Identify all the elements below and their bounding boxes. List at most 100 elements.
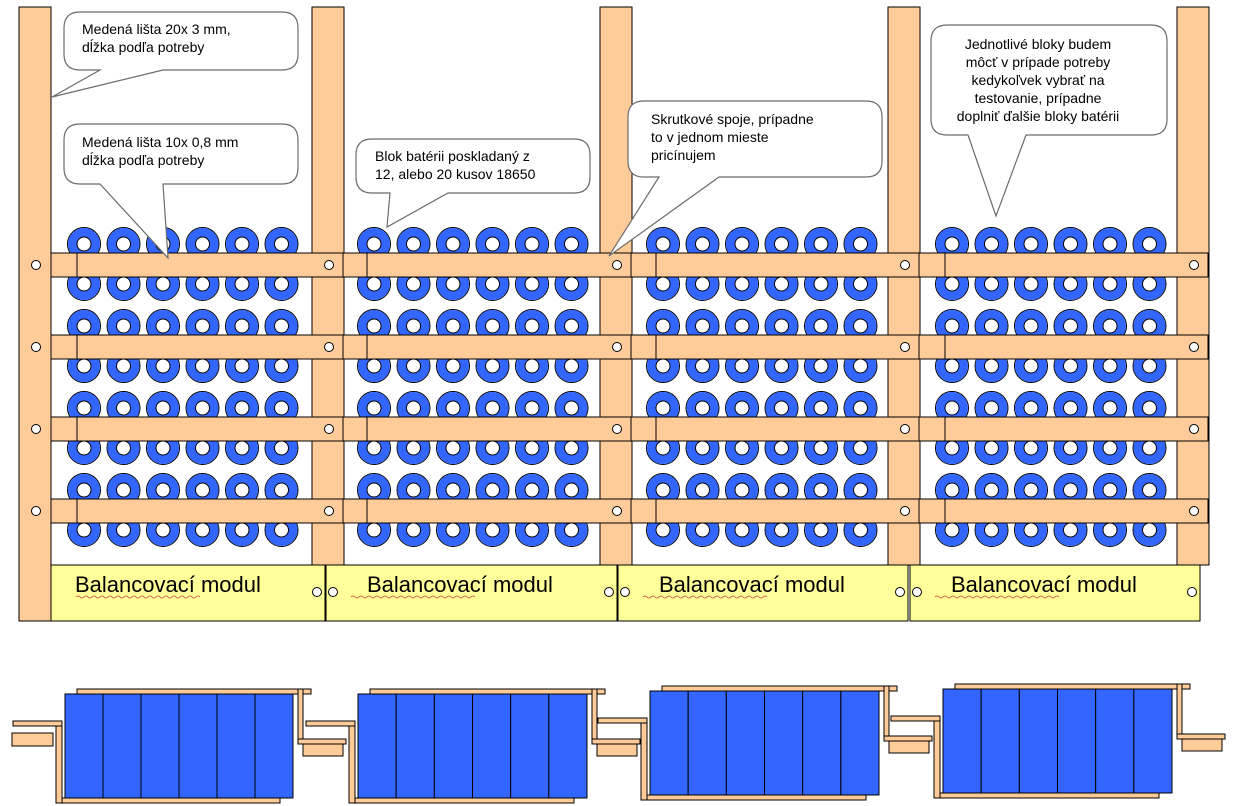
side-right-drop	[1176, 683, 1183, 735]
cell-ring-hole	[944, 522, 960, 538]
cell-ring-hole	[944, 440, 960, 456]
screw-hole	[900, 260, 910, 270]
cell-ring-hole	[524, 482, 540, 498]
cell-ring-hole	[76, 318, 92, 334]
strip-connector	[918, 252, 946, 278]
side-left-plate	[12, 720, 63, 727]
cell-ring-hole	[274, 482, 289, 498]
side-bottom-strip	[939, 792, 1160, 799]
side-cell	[357, 693, 397, 799]
cell-ring-hole	[116, 318, 131, 334]
cell-ring-hole	[234, 276, 250, 292]
cell-ring-hole	[524, 400, 540, 416]
copper-strip	[76, 416, 344, 442]
cell-ring-hole	[445, 440, 461, 456]
cell-ring-hole	[155, 358, 171, 374]
strip-connector	[50, 416, 80, 442]
cell-ring-hole	[1142, 318, 1157, 334]
spellcheck-underline	[642, 595, 768, 599]
cell-ring-hole	[406, 358, 421, 374]
side-step-plate	[1176, 733, 1226, 740]
cell-ring-hole	[984, 236, 999, 252]
side-cell	[1133, 688, 1173, 794]
cell-ring-hole	[155, 440, 171, 456]
cell-ring-hole	[366, 440, 382, 456]
copper-strip	[944, 334, 1209, 360]
cell-ring-hole	[524, 358, 540, 374]
screw-hole	[1189, 260, 1199, 270]
screw-hole	[900, 342, 910, 352]
cell-ring-hole	[1102, 236, 1118, 252]
cell-ring-hole	[406, 236, 421, 252]
cell-ring-hole	[406, 276, 421, 292]
cell-ring-hole	[1102, 400, 1118, 416]
side-right-drop	[591, 688, 598, 740]
side-left-plate	[890, 715, 941, 722]
cell-ring-hole	[274, 236, 289, 252]
strip-connector	[50, 498, 80, 524]
cell-ring-hole	[853, 318, 868, 334]
cell-ring-hole	[1102, 440, 1118, 456]
cell-ring-hole	[485, 482, 500, 498]
vertical-copper-bar	[18, 6, 52, 622]
cell-ring-hole	[1023, 482, 1039, 498]
screw-hole	[31, 260, 41, 270]
cell-ring-hole	[195, 482, 210, 498]
cell-ring-hole	[734, 236, 750, 252]
strip-connector	[50, 334, 80, 360]
callout-screw-joints-text: Skrutkové spoje, prípadne to v jednom mi…	[651, 111, 814, 163]
cell-ring-hole	[564, 236, 579, 252]
cell-ring-hole	[853, 482, 868, 498]
cell-ring-hole	[445, 522, 461, 538]
module-label-1: Balancovací modul	[75, 572, 261, 597]
cell-ring-hole	[564, 318, 579, 334]
cell-ring-hole	[76, 482, 92, 498]
cell-ring-hole	[774, 276, 789, 292]
cell-ring-hole	[813, 236, 829, 252]
strip-connector	[342, 498, 368, 524]
cell-ring-hole	[655, 522, 671, 538]
horizontal-copper-strips	[31, 252, 1209, 524]
cell-ring-hole	[485, 276, 500, 292]
cell-ring-hole	[813, 318, 829, 334]
cell-ring-hole	[944, 482, 960, 498]
cell-ring-hole	[695, 522, 710, 538]
cell-ring-hole	[1102, 522, 1118, 538]
side-connector-block	[888, 740, 930, 754]
screw-hole	[612, 424, 622, 434]
cell-ring-hole	[116, 358, 131, 374]
cell-ring-hole	[853, 400, 868, 416]
cell-ring-hole	[944, 318, 960, 334]
cell-ring-hole	[274, 318, 289, 334]
cell-ring-hole	[734, 400, 750, 416]
copper-strip	[655, 252, 920, 278]
callout-copper-strip-10x08	[63, 123, 299, 260]
module-screw-hole	[604, 587, 614, 597]
cell-ring-hole	[485, 440, 500, 456]
cell-ring-hole	[234, 318, 250, 334]
module-label-4: Balancovací modul	[951, 572, 1137, 597]
cell-ring-hole	[366, 236, 382, 252]
cell-ring-hole	[406, 522, 421, 538]
side-step-plate	[297, 738, 347, 745]
cell-ring-hole	[524, 440, 540, 456]
cell-ring-hole	[695, 400, 710, 416]
cell-ring-hole	[734, 358, 750, 374]
cell-ring-hole	[853, 440, 868, 456]
cell-ring-hole	[234, 482, 250, 498]
cell-ring-hole	[984, 276, 999, 292]
cell-ring-hole	[1023, 440, 1039, 456]
cell-ring-hole	[695, 440, 710, 456]
cell-ring-hole	[813, 482, 829, 498]
spellcheck-underline	[934, 595, 1060, 599]
cell-ring-hole	[274, 276, 289, 292]
cell-ring-hole	[76, 358, 92, 374]
side-cell	[102, 693, 142, 799]
cell-ring-hole	[195, 236, 210, 252]
copper-strip	[944, 416, 1209, 442]
cell-ring-hole	[445, 276, 461, 292]
module-screw-hole	[620, 587, 630, 597]
cell-ring-hole	[774, 358, 789, 374]
cell-ring-hole	[813, 400, 829, 416]
